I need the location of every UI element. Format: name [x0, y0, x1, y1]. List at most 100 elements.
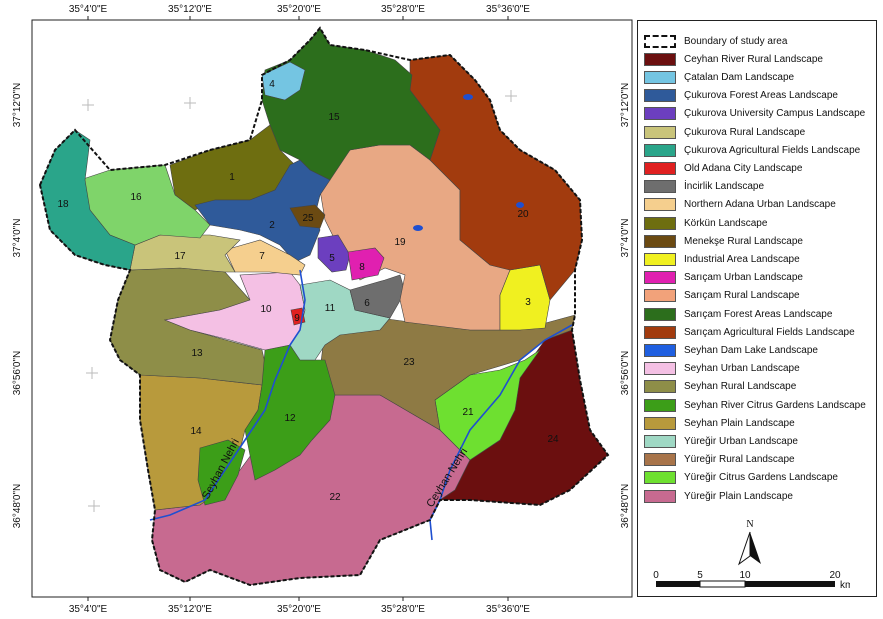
legend-item: Industrial Area Landscape — [644, 251, 800, 267]
legend-item: Çatalan Dam Landscape — [644, 69, 794, 85]
zone-label: 19 — [394, 237, 406, 248]
legend-label: Yüreğir Citrus Gardens Landscape — [684, 472, 838, 484]
zone-label: 20 — [517, 209, 529, 220]
lon-tick-bottom: 35°20'0"E — [277, 604, 321, 615]
scale-tick: 20 — [829, 570, 841, 581]
lake-mid — [413, 225, 423, 231]
legend-swatch — [644, 343, 676, 357]
legend-label: Seyhan Rural Landscape — [684, 381, 797, 393]
legend-item: Çukurova Agricultural Fields Landscape — [644, 142, 860, 158]
legend-swatch — [644, 325, 676, 339]
zone-label: 14 — [190, 426, 202, 437]
lon-tick-top: 35°20'0"E — [277, 4, 321, 15]
legend-swatch — [644, 216, 676, 230]
legend-label: Çukurova Forest Areas Landscape — [684, 90, 838, 102]
legend-item: Old Adana City Landscape — [644, 160, 802, 176]
legend-item: Yüreğir Citrus Gardens Landscape — [644, 470, 838, 486]
lon-tick-top: 35°28'0"E — [381, 4, 425, 15]
zone-25-menekse — [289, 204, 326, 229]
legend-label: Sarıçam Rural Landscape — [684, 290, 800, 302]
legend-swatch — [644, 362, 676, 376]
zone-label: 12 — [284, 413, 296, 424]
lon-tick-top: 35°12'0"E — [168, 4, 212, 15]
zone-label: 8 — [359, 262, 365, 273]
lake-east — [516, 202, 524, 208]
lat-tick-right: 37°4'0"N — [620, 219, 631, 258]
legend-label: Sarıçam Urban Landscape — [684, 272, 803, 284]
legend-item: Sarıçam Rural Landscape — [644, 288, 800, 304]
zone-label: 7 — [259, 251, 265, 262]
legend-label: İncirlik Landscape — [684, 181, 765, 193]
zone-label: 3 — [525, 297, 531, 308]
zone-label: 24 — [547, 434, 559, 445]
zone-7-northern-urban — [224, 239, 306, 276]
legend-item: Northern Adana Urban Landscape — [644, 197, 836, 213]
legend-label: Seyhan Urban Landscape — [684, 363, 800, 375]
water-bodies — [413, 94, 524, 231]
zone-2-seyhan-dam-lake — [194, 159, 331, 263]
legend-item: Çukurova University Campus Landscape — [644, 106, 865, 122]
zone-label: 5 — [329, 253, 335, 264]
lake-north — [463, 94, 473, 100]
legend-item: Çukurova Rural Landscape — [644, 124, 805, 140]
graticule-crosses — [82, 90, 517, 512]
lat-tick-left: 36°48'0"N — [12, 484, 23, 529]
scale-unit: km — [840, 580, 850, 591]
lat-tick-right: 36°48'0"N — [620, 484, 631, 529]
legend-item: Seyhan Urban Landscape — [644, 361, 800, 377]
scale-bar: 0 5 10 20 km — [653, 570, 850, 591]
lat-tick-left: 37°12'0"N — [12, 83, 23, 128]
legend-swatch — [644, 489, 676, 503]
legend-item: Seyhan Rural Landscape — [644, 379, 796, 395]
legend-swatch — [644, 234, 676, 248]
zone-label: 13 — [191, 348, 203, 359]
legend-swatch — [644, 471, 676, 485]
legend-label: Yüreğir Plain Landscape — [684, 490, 793, 502]
legend-swatch — [644, 289, 676, 303]
river-ceyhan — [429, 324, 573, 541]
lat-tick-left: 37°4'0"N — [12, 219, 23, 258]
legend-swatch — [644, 453, 676, 467]
legend-label: Industrial Area Landscape — [684, 253, 800, 265]
legend-label: Old Adana City Landscape — [684, 162, 803, 174]
legend-label: Menekşe Rural Landscape — [684, 235, 803, 247]
legend-label: Ceyhan River Rural Landscape — [684, 53, 823, 65]
zone-label: 1 — [229, 172, 235, 183]
lon-tick-bottom: 35°12'0"E — [168, 604, 212, 615]
lat-tick-right: 37°12'0"N — [620, 83, 631, 128]
lon-tick-top: 35°36'0"E — [486, 4, 530, 15]
legend-label: Çukurova University Campus Landscape — [684, 108, 866, 120]
lat-tick-right: 36°56'0"N — [620, 351, 631, 396]
legend-swatch — [644, 416, 676, 430]
rivers — [149, 269, 573, 541]
legend-item: Sarıçam Agricultural Fields Landscape — [644, 324, 855, 340]
legend-swatch — [644, 398, 676, 412]
legend-item: Seyhan Dam Lake Landscape — [644, 342, 818, 358]
zone-5-campus — [317, 234, 351, 273]
legend-swatch — [644, 34, 676, 48]
zone-label: 2 — [269, 220, 275, 231]
legend-swatch — [644, 198, 676, 212]
legend-swatch — [644, 125, 676, 139]
legend-swatch — [644, 107, 676, 121]
legend-swatch — [644, 161, 676, 175]
legend-label: Çukurova Agricultural Fields Landscape — [684, 144, 861, 156]
legend-label: Körkün Landscape — [684, 217, 768, 229]
legend-label: Yüreğir Rural Landscape — [684, 454, 795, 466]
scale-tick: 5 — [697, 570, 703, 581]
zone-label: 9 — [294, 313, 300, 324]
legend-swatch — [644, 434, 676, 448]
legend-label: Çatalan Dam Landscape — [684, 71, 795, 83]
legend-swatch — [644, 52, 676, 66]
legend-label: Yüreğir Urban Landscape — [684, 435, 798, 447]
zone-label: 17 — [174, 251, 186, 262]
legend-item: Sarıçam Urban Landscape — [644, 270, 803, 286]
landscape-zones — [39, 27, 609, 586]
zone-label: 21 — [462, 407, 474, 418]
legend-label: Northern Adana Urban Landscape — [684, 199, 836, 211]
zone-label: 15 — [328, 112, 340, 123]
legend-swatch — [644, 89, 676, 103]
lon-tick-bottom: 35°28'0"E — [381, 604, 425, 615]
